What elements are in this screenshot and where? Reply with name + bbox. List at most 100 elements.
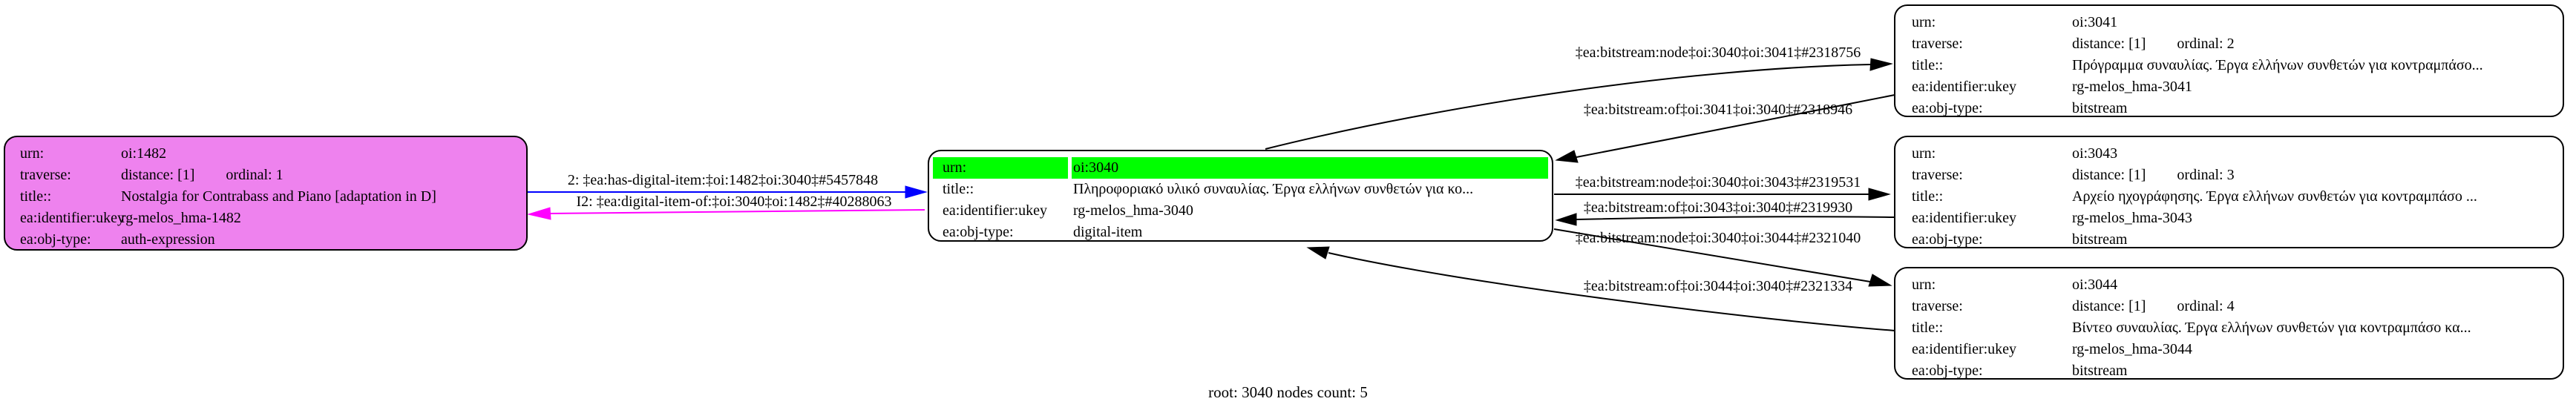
field-label: ea:obj-type: <box>1912 231 1983 248</box>
edge-line-digital-item-of <box>548 209 925 214</box>
row-objtype: ea:obj-type: auth-expression <box>5 229 526 251</box>
row-objtype: ea:obj-type: bitstream <box>1895 360 2563 382</box>
field-label: urn: <box>20 145 45 162</box>
field-label: title:: <box>20 188 52 205</box>
row-objtype: ea:obj-type: digital-item <box>929 222 1552 243</box>
row-identifier: ea:identifier:ukey rg-melos_hma-1482 <box>5 208 526 229</box>
row-identifier: ea:identifier:ukey rg-melos_hma-3044 <box>1895 339 2563 360</box>
node-oi-3041[interactable]: urn: oi:3041 traverse: distance: [1] ord… <box>1894 4 2564 117</box>
field-value: rg-melos_hma-3043 <box>2072 210 2192 226</box>
field-value: distance: [1] <box>2072 298 2146 314</box>
node-oi-3043[interactable]: urn: oi:3043 traverse: distance: [1] ord… <box>1894 136 2564 248</box>
field-label: ea:obj-type: <box>943 224 1014 240</box>
row-identifier: ea:identifier:ukey rg-melos_hma-3040 <box>929 200 1552 222</box>
row-traverse: traverse: distance: [1] ordinal: 2 <box>1895 33 2563 55</box>
field-label: traverse: <box>20 167 71 183</box>
field-value: oi:3041 <box>2072 14 2118 30</box>
field-value: bitstream <box>2072 100 2128 116</box>
field-value: oi:3040 <box>1072 157 1548 179</box>
row-objtype: ea:obj-type: bitstream <box>1895 229 2563 251</box>
row-title: title:: Πρόγραμμα συναυλίας. Έργα ελλήνω… <box>1895 55 2563 76</box>
row-title: title:: Πληροφοριακό υλικό συναυλίας. Έρ… <box>929 179 1552 200</box>
edge-arrowhead-has-digital-item <box>905 185 928 199</box>
row-identifier: ea:identifier:ukey rg-melos_hma-3043 <box>1895 208 2563 229</box>
field-value: rg-melos_hma-3040 <box>1073 202 1193 219</box>
node-oi-3044[interactable]: urn: oi:3044 traverse: distance: [1] ord… <box>1894 267 2564 380</box>
row-identifier: ea:identifier:ukey rg-melos_hma-3041 <box>1895 76 2563 98</box>
field-value-ordinal: ordinal: 3 <box>2177 167 2235 183</box>
field-value: rg-melos_hma-3041 <box>2072 79 2192 95</box>
field-value: rg-melos_hma-1482 <box>121 210 241 226</box>
field-value: Βίντεο συναυλίας. Έργα ελλήνων συνθετών … <box>2072 320 2471 336</box>
graph-caption: root: 3040 nodes count: 5 <box>1208 383 1368 401</box>
edge-label-has-digital-item: 2: ‡ea:has-digital-item:‡oi:1482‡oi:3040… <box>567 172 879 188</box>
field-value: Πληροφοριακό υλικό συναυλίας. Έργα ελλήν… <box>1073 181 1474 197</box>
row-urn: urn: oi:1482 <box>5 143 526 165</box>
row-traverse: traverse: distance: [1] ordinal: 1 <box>5 165 526 186</box>
row-title: title:: Βίντεο συναυλίας. Έργα ελλήνων σ… <box>1895 317 2563 339</box>
edge-arrowhead-bitstream-node-3041 <box>1869 58 1893 71</box>
edge-arrowhead-bitstream-of-3044 <box>1306 246 1330 259</box>
field-label: ea:identifier:ukey <box>20 210 125 226</box>
field-label: urn: <box>1912 145 1936 162</box>
field-value: Αρχείο ηχογράφησης. Έργα ελλήνων συνθετώ… <box>2072 188 2477 205</box>
edge-arrowhead-bitstream-node-3044 <box>1868 274 1892 287</box>
field-label: urn: <box>1912 14 1936 30</box>
row-urn: urn: oi:3041 <box>1895 12 2563 33</box>
row-objtype: ea:obj-type: bitstream <box>1895 98 2563 119</box>
row-title: title:: Αρχείο ηχογράφησης. Έργα ελλήνων… <box>1895 186 2563 208</box>
field-label: ea:identifier:ukey <box>1912 79 2017 95</box>
field-label: title:: <box>1912 188 1944 205</box>
field-label: ea:obj-type: <box>1912 363 1983 379</box>
field-value: oi:3043 <box>2072 145 2118 162</box>
edge-line-bitstream-node-3041 <box>1265 64 1871 150</box>
field-label: ea:identifier:ukey <box>1912 210 2017 226</box>
field-value: oi:1482 <box>121 145 167 162</box>
field-label: ea:identifier:ukey <box>943 202 1048 219</box>
edge-label-digital-item-of: I2: ‡ea:digital-item-of:‡oi:3040‡oi:1482… <box>576 194 892 210</box>
field-value: distance: [1] <box>2072 36 2146 52</box>
field-label: traverse: <box>1912 167 1963 183</box>
row-traverse: traverse: distance: [1] ordinal: 4 <box>1895 296 2563 317</box>
field-label: urn: <box>1912 277 1936 293</box>
field-label: title:: <box>943 181 974 197</box>
field-value: rg-melos_hma-3044 <box>2072 341 2192 357</box>
edge-label-bitstream-of-3041: ‡ea:bitstream:of‡oi:3041‡oi:3040‡#231894… <box>1583 102 1853 118</box>
node-oi-3040-root[interactable]: urn: oi:3040 title:: Πληροφοριακό υλικό … <box>928 150 1553 242</box>
field-label: title:: <box>1912 320 1944 336</box>
field-label: title:: <box>1912 57 1944 73</box>
field-label: traverse: <box>1912 298 1963 314</box>
edge-label-bitstream-node-3043: ‡ea:bitstream:node‡oi:3040‡oi:3043‡#2319… <box>1575 174 1861 191</box>
row-urn: urn: oi:3044 <box>1895 274 2563 296</box>
field-value: digital-item <box>1073 224 1143 240</box>
field-value-ordinal: ordinal: 2 <box>2177 36 2235 52</box>
edge-line-bitstream-node-3044 <box>1553 228 1871 282</box>
field-label: ea:obj-type: <box>1912 100 1983 116</box>
edge-line-bitstream-of-3044 <box>1328 252 1895 331</box>
field-value: auth-expression <box>121 231 215 248</box>
edge-arrowhead-bitstream-of-3041 <box>1555 150 1579 163</box>
field-value: oi:3044 <box>2072 277 2118 293</box>
field-value: Πρόγραμμα συναυλίας. Έργα ελλήνων συνθετ… <box>2072 57 2483 73</box>
edge-line-bitstream-of-3041 <box>1576 94 1895 158</box>
edge-arrowhead-bitstream-node-3043 <box>1868 188 1891 201</box>
edge-line-bitstream-of-3043 <box>1576 216 1895 220</box>
field-label: urn: <box>933 157 1068 179</box>
field-label: traverse: <box>1912 36 1963 52</box>
field-value-ordinal: ordinal: 1 <box>226 167 284 183</box>
edge-label-bitstream-of-3043: ‡ea:bitstream:of‡oi:3043‡oi:3040‡#231993… <box>1583 199 1853 216</box>
edge-label-bitstream-node-3044: ‡ea:bitstream:node‡oi:3040‡oi:3044‡#2321… <box>1575 230 1861 246</box>
field-value-ordinal: ordinal: 4 <box>2177 298 2235 314</box>
edge-arrowhead-bitstream-of-3043 <box>1555 213 1577 226</box>
row-traverse: traverse: distance: [1] ordinal: 3 <box>1895 165 2563 186</box>
edge-label-bitstream-of-3044: ‡ea:bitstream:of‡oi:3044‡oi:3040‡#232133… <box>1583 278 1853 294</box>
edge-label-bitstream-node-3041: ‡ea:bitstream:node‡oi:3040‡oi:3041‡#2318… <box>1575 44 1861 61</box>
node-oi-1482[interactable]: urn: oi:1482 traverse: distance: [1] ord… <box>4 136 528 251</box>
field-value: distance: [1] <box>2072 167 2146 183</box>
field-value: Nostalgia for Contrabass and Piano [adap… <box>121 188 436 205</box>
field-label: ea:obj-type: <box>20 231 91 248</box>
row-urn: urn: oi:3043 <box>1895 143 2563 165</box>
field-value: distance: [1] <box>121 167 195 183</box>
